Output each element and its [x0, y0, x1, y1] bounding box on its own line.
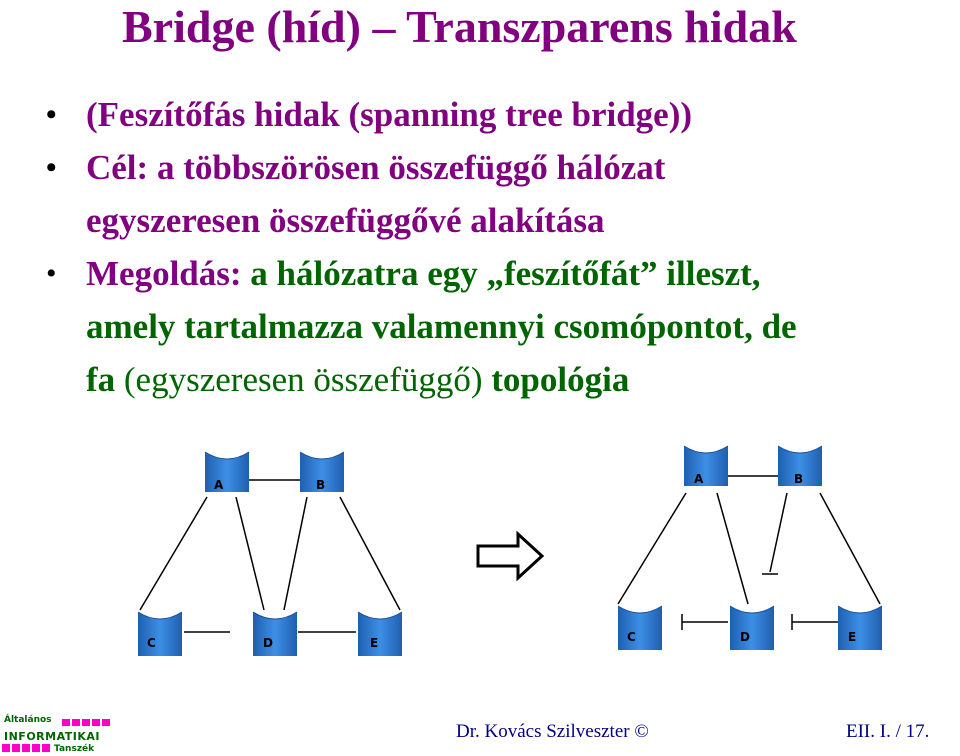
node-e: E [837, 605, 883, 650]
logo-line-3: Tanszék [54, 744, 95, 754]
bullet-text: a hálózatra egy „feszítőfát” illeszt, [241, 254, 761, 293]
page-title: Bridge (híd) – Transzparens hidak [122, 1, 797, 52]
node-label: C [147, 636, 156, 650]
footer-author: Dr. Kovács Szilveszter © [456, 721, 649, 742]
link-b-d-blocked [769, 492, 788, 573]
node-label: E [848, 630, 856, 644]
node-c: C [137, 611, 183, 656]
node-d: D [252, 611, 298, 656]
link-a-c [617, 492, 687, 605]
bullet-line: amely tartalmazza valamennyi csomópontot… [86, 307, 797, 346]
bullet-dot-icon: • [46, 257, 57, 290]
bullet-item: • Cél: a többszörösen összefüggő hálózat… [0, 141, 960, 247]
link-a-d [235, 496, 265, 611]
footer-page-number: EII. I. / 17. [846, 721, 930, 742]
logo-line-1: Általános [4, 715, 52, 725]
bullet-line: Megoldás: a hálózatra egy „feszítőfát” i… [86, 247, 960, 300]
node-d: D [729, 605, 775, 650]
bullet-dot-icon: • [46, 151, 57, 184]
bullet-list: • (Feszítőfás hidak (spanning tree bridg… [0, 88, 960, 406]
node-e: E [357, 611, 403, 656]
right-network: A B C D E [617, 445, 883, 650]
logo-line-2: INFORMATIKAI [4, 730, 100, 743]
bullet-text: topológia [491, 360, 630, 399]
node-label: B [794, 472, 803, 486]
bullet-text: fa [86, 360, 116, 399]
bullet-line: egyszeresen összefüggővé alakítása [86, 201, 605, 240]
node-label: E [370, 636, 378, 650]
node-label: D [740, 630, 750, 644]
node-b: B [777, 445, 823, 486]
node-a: A [683, 445, 729, 486]
link-a-d [716, 492, 749, 605]
node-label: D [263, 636, 273, 650]
bullet-line: Cél: a többszörösen összefüggő hálózat [86, 148, 666, 187]
department-logo-icon [2, 719, 110, 752]
node-b: B [299, 451, 345, 492]
bullet-item: • (Feszítőfás hidak (spanning tree bridg… [0, 88, 960, 141]
bullet-item: • Megoldás: a hálózatra egy „feszítőfát”… [0, 247, 960, 406]
node-label: B [316, 478, 325, 492]
node-a: A [204, 451, 250, 492]
node-label: C [627, 630, 636, 644]
bullet-text: (egyszeresen összefüggő) [115, 360, 492, 399]
bullet-line: (Feszítőfás hidak (spanning tree bridge)… [86, 95, 693, 134]
node-label: A [214, 478, 224, 492]
left-network: A B C D E [137, 451, 403, 656]
link-a-c [139, 496, 208, 611]
bullet-dot-icon: • [46, 98, 57, 131]
bullet-line: fa (egyszeresen összefüggő) topológia [86, 353, 960, 406]
right-arrow-icon [476, 530, 545, 582]
node-label: A [694, 472, 704, 486]
link-b-e [339, 496, 401, 611]
link-b-d [283, 496, 308, 611]
node-c: C [617, 605, 663, 650]
bullet-keyword: Megoldás: [86, 254, 242, 293]
link-b-e [819, 492, 881, 605]
